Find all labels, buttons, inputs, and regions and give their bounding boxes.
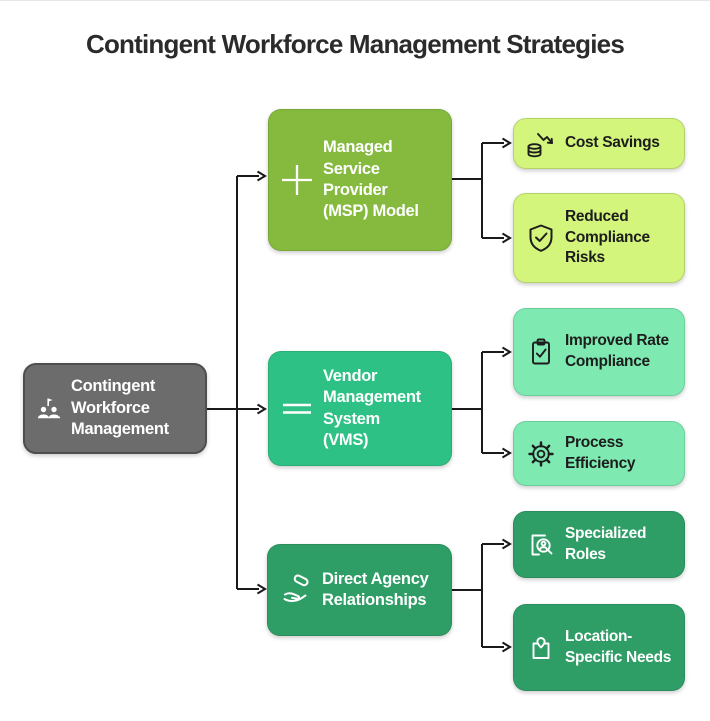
arrowhead-process	[501, 447, 512, 459]
hand-receiver-icon	[276, 572, 316, 608]
connector-msp-split	[452, 143, 483, 238]
node-improved-rate-compliance: Improved Rate Compliance	[513, 308, 685, 396]
arrowhead-location	[501, 641, 512, 653]
arrowhead-vms	[256, 403, 267, 415]
arrowhead-improved	[501, 346, 512, 358]
gear-icon	[524, 439, 558, 469]
arrowhead-msp	[256, 170, 267, 182]
workforce-team-icon	[33, 394, 65, 424]
clipboard-check-icon	[524, 336, 558, 368]
node-vms-system: Vendor Management System (VMS)	[268, 351, 452, 466]
shield-check-icon	[524, 221, 558, 255]
equals-icon	[277, 391, 317, 427]
candidate-search-icon	[524, 529, 558, 561]
node-label: Process Efficiency	[565, 433, 636, 472]
node-label: Direct Agency Relationships	[322, 569, 429, 609]
node-cost-savings: Cost Savings	[513, 118, 685, 169]
node-direct-agency-relationships: Direct Agency Relationships	[267, 544, 452, 636]
node-location-specific-needs: Location-Specific Needs	[513, 604, 685, 691]
connector-vms-split	[452, 352, 483, 453]
arrowhead-direct	[256, 583, 267, 595]
node-label: Specialized Roles	[565, 524, 647, 563]
arrowhead-cost	[501, 137, 512, 149]
node-process-efficiency: Process Efficiency	[513, 421, 685, 486]
node-label: Managed Service Provider (MSP) Model	[323, 138, 419, 221]
plus-icon	[277, 160, 317, 200]
node-label: Location-Specific Needs	[565, 627, 672, 666]
node-reduced-compliance-risks: Reduced Compliance Risks	[513, 193, 685, 283]
node-label: Contingent Workforce Management	[71, 377, 169, 439]
coins-decline-icon	[524, 128, 558, 160]
node-contingent-workforce-management: Contingent Workforce Management	[23, 363, 207, 454]
arrowhead-reduced	[501, 232, 512, 244]
node-label: Cost Savings	[565, 134, 660, 152]
node-label: Improved Rate Compliance	[565, 332, 669, 370]
node-label: Vendor Management System (VMS)	[323, 366, 421, 449]
connector-direct-split	[452, 544, 483, 647]
location-pin-icon	[524, 632, 558, 664]
arrowhead-specialized	[501, 538, 512, 550]
node-specialized-roles: Specialized Roles	[513, 511, 685, 578]
node-msp-model: Managed Service Provider (MSP) Model	[268, 109, 452, 251]
page-title: Contingent Workforce Management Strategi…	[85, 29, 625, 59]
node-label: Reduced Compliance Risks	[565, 207, 650, 267]
